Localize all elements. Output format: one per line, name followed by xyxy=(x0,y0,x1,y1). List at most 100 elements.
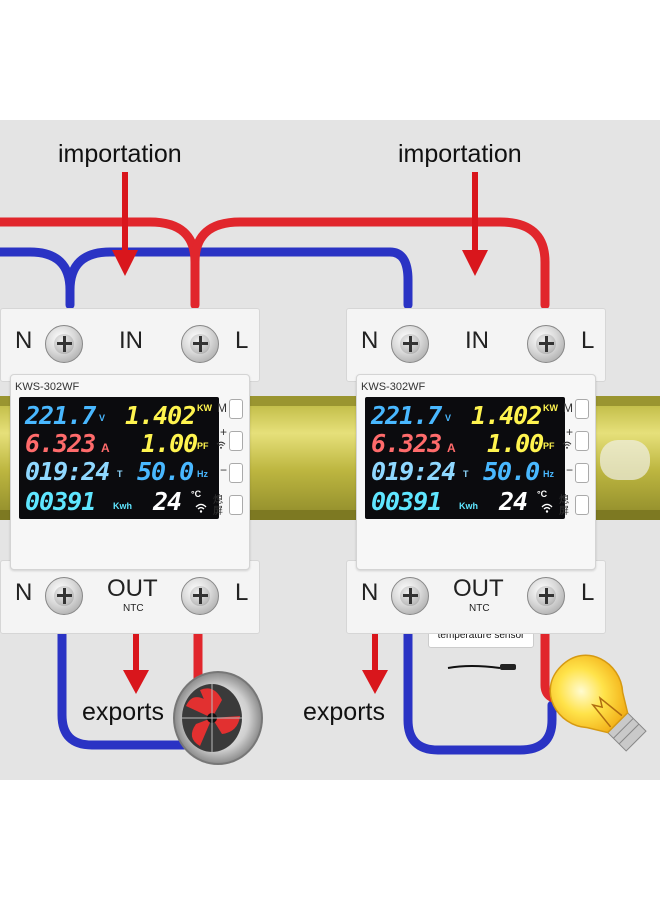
input-terminal-block: N IN L xyxy=(0,308,260,382)
lcd-display: 221.7 V 1.402 KW 6.323 A 1.00 PF 019:24 … xyxy=(19,397,219,519)
mode-button[interactable] xyxy=(575,399,589,419)
terminal-label-n: N xyxy=(15,327,33,354)
mode-button[interactable] xyxy=(229,399,243,419)
white-top-band xyxy=(0,0,660,120)
terminal-label-ntc: NTC xyxy=(469,603,490,614)
button-label-m: M xyxy=(217,401,227,415)
energy-unit: Kwh xyxy=(113,501,132,511)
plus-button[interactable] xyxy=(575,431,589,451)
terminal-label-l: L xyxy=(235,579,249,606)
meter-device-left: N IN L N OUT NTC L KWS-302WF 221.7 V 1.4… xyxy=(0,308,260,634)
screw-icon xyxy=(45,325,83,363)
terminal-label-ntc: NTC xyxy=(123,603,144,614)
power-unit: KW xyxy=(197,403,212,413)
exports-label-left: exports xyxy=(82,698,164,726)
voltage-unit: V xyxy=(445,413,452,423)
screen-off-button[interactable] xyxy=(575,495,589,515)
current-unit: A xyxy=(101,441,110,455)
lcd-display: 221.7 V 1.402 KW 6.323 A 1.00 PF 019:24 … xyxy=(365,397,565,519)
energy-value: 00391 xyxy=(371,487,442,516)
time-unit: T xyxy=(463,469,469,479)
pf-value: 1.00 xyxy=(141,429,198,458)
current-value: 6.323 xyxy=(25,429,96,458)
voltage-value: 221.7 xyxy=(25,401,96,430)
screw-icon xyxy=(181,577,219,615)
light-bulb-icon xyxy=(549,654,647,752)
model-label: KWS-302WF xyxy=(15,381,80,393)
voltage-unit: V xyxy=(99,413,106,423)
time-unit: T xyxy=(117,469,123,479)
screw-icon xyxy=(45,577,83,615)
temperature-unit: °C xyxy=(537,489,548,499)
screw-icon xyxy=(527,325,565,363)
output-terminal-block: N OUT NTC L xyxy=(346,560,606,634)
current-unit: A xyxy=(447,441,456,455)
screen-off-button[interactable] xyxy=(229,495,243,515)
temperature-value: 24 xyxy=(499,487,528,516)
screw-icon xyxy=(181,325,219,363)
arrow-out-left xyxy=(123,626,149,694)
temperature-value: 24 xyxy=(153,487,182,516)
button-label-screen-off: 熄屏 xyxy=(559,495,569,517)
meter-device-right: N IN L N OUT NTC L KWS-302WF 221.7 V 1.4… xyxy=(346,308,606,634)
button-label-plus: + xyxy=(219,425,227,439)
screw-icon xyxy=(391,325,429,363)
voltage-value: 221.7 xyxy=(371,401,442,430)
terminal-label-l: L xyxy=(581,579,595,606)
current-value: 6.323 xyxy=(371,429,442,458)
screw-icon xyxy=(527,577,565,615)
model-label: KWS-302WF xyxy=(361,381,426,393)
power-value: 1.402 xyxy=(125,401,196,430)
flow-arrows xyxy=(112,172,488,694)
live-wire-top-bridge xyxy=(190,217,550,310)
wifi-icon xyxy=(541,503,553,513)
button-label-plus: + xyxy=(565,425,573,439)
button-label-minus: − xyxy=(219,463,227,477)
wifi-icon xyxy=(562,441,572,449)
terminal-label-n: N xyxy=(15,579,33,606)
importation-label-left: importation xyxy=(58,140,182,168)
fan-icon xyxy=(173,671,263,765)
frequency-value: 50.0 xyxy=(137,457,194,486)
time-value: 019:24 xyxy=(371,457,456,486)
plus-button[interactable] xyxy=(229,431,243,451)
pf-value: 1.00 xyxy=(487,429,544,458)
minus-button[interactable] xyxy=(229,463,243,483)
button-label-minus: − xyxy=(565,463,573,477)
energy-unit: Kwh xyxy=(459,501,478,511)
arrow-in-left xyxy=(112,172,138,276)
neutral-wire-right-out xyxy=(403,615,557,755)
frequency-unit: Hz xyxy=(197,469,208,479)
terminal-label-out: OUT xyxy=(107,575,158,602)
button-label-m: M xyxy=(563,401,573,415)
wifi-icon xyxy=(216,441,226,449)
neutral-wire-left-out xyxy=(57,615,210,750)
temperature-unit: °C xyxy=(191,489,202,499)
output-terminal-block: N OUT NTC L xyxy=(0,560,260,634)
terminal-label-n: N xyxy=(361,579,379,606)
importation-label-right: importation xyxy=(398,140,522,168)
button-label-screen-off: 熄屏 xyxy=(213,495,223,517)
temperature-probe xyxy=(447,664,516,670)
terminal-label-l: L xyxy=(581,327,595,354)
minus-button[interactable] xyxy=(575,463,589,483)
arrow-in-right xyxy=(462,172,488,276)
white-bottom-band xyxy=(0,780,660,904)
terminal-label-n: N xyxy=(361,327,379,354)
frequency-value: 50.0 xyxy=(483,457,540,486)
terminal-label-l: L xyxy=(235,327,249,354)
pf-unit: PF xyxy=(543,441,555,451)
exports-label-right: exports xyxy=(303,698,385,726)
screw-icon xyxy=(391,577,429,615)
time-value: 019:24 xyxy=(25,457,110,486)
pf-unit: PF xyxy=(197,441,209,451)
meter-body: KWS-302WF 221.7 V 1.402 KW 6.323 A 1.00 … xyxy=(10,374,250,570)
meter-body: KWS-302WF 221.7 V 1.402 KW 6.323 A 1.00 … xyxy=(356,374,596,570)
power-value: 1.402 xyxy=(471,401,542,430)
power-unit: KW xyxy=(543,403,558,413)
terminal-label-in: IN xyxy=(465,327,489,354)
neutral-wire-top xyxy=(0,247,413,310)
wifi-icon xyxy=(195,503,207,513)
terminal-label-out: OUT xyxy=(453,575,504,602)
terminal-label-in: IN xyxy=(119,327,143,354)
